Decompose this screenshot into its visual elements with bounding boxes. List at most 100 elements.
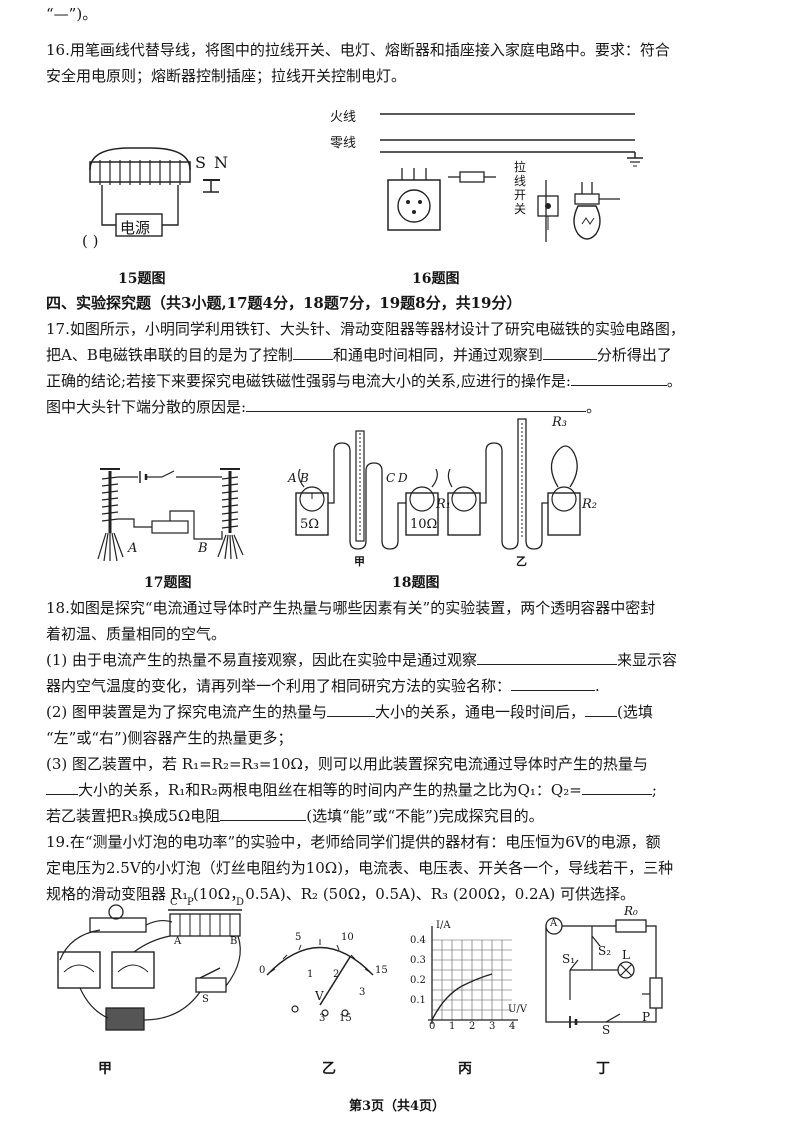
fig19-bing-x2: 2 (469, 1021, 476, 1032)
fig18-label-5ohm: 5Ω (300, 517, 320, 532)
fig19-caption-ding: 丁 (596, 1061, 610, 1077)
q19-line2: 定电压为2.5V的小灯泡（灯丝电阻约为10Ω)，电流表、电压表、开关各一个，导线… (46, 859, 674, 877)
q18-p1b: 来显示容 (617, 651, 678, 669)
fig17-electromagnets: A B (90, 455, 250, 570)
q18-p2d: “左”或“右”)侧容器产生的热量更多； (46, 729, 293, 747)
q17-blank3[interactable] (570, 371, 667, 386)
fig19-bing-x3: 3 (489, 1021, 496, 1032)
fig16-household-circuit: 火线 零线 拉线开关 (330, 102, 660, 252)
q17-blank2[interactable] (542, 345, 597, 360)
q18-line1: 18.如图是探究“电流通过导体时产生热量与哪些因素有关”的实验装置，两个透明容器… (46, 599, 656, 617)
fig19-ding-l: L (622, 948, 630, 962)
q18-blank3[interactable] (327, 702, 376, 717)
q17-blank1[interactable] (292, 345, 333, 360)
q17-line3b: 。 (666, 372, 682, 390)
fig18-label-jia: 甲 (354, 555, 365, 568)
q17-blank4[interactable] (246, 397, 587, 412)
q18-p3b: 大小的关系，R₁和R₂两根电阻丝在相等的时间内产生的热量之比为Q₁：Q₂= (78, 781, 582, 799)
q16-line2: 安全用电原则；熔断器控制插座；拉线开关控制电灯。 (46, 67, 407, 85)
fig19-jia-circuit-photo: C P D A B S (50, 897, 250, 1040)
q18-blank2[interactable] (511, 676, 596, 691)
q18-blank4[interactable] (585, 702, 618, 717)
q18-p1d: . (595, 677, 600, 695)
fig19-yi-meter-v: V (315, 989, 324, 1003)
q16-line1: 16.用笔画线代替导线，将图中的拉线开关、电灯、熔断器和插座接入家庭电路中。要求… (46, 41, 670, 59)
fig16-neutral-wire-label: 零线 (330, 136, 357, 151)
fig19-yi-tick-3: 3 (359, 987, 366, 998)
q18-p3d: 若乙装置把R₃换成5Ω电阻 (46, 807, 221, 825)
fig19-jia-label-d: D (236, 897, 245, 908)
fig19-ding-r0: R₀ (624, 904, 638, 918)
q18-p2-line1: (2) 图甲装置是为了探究电流产生的热量与大小的关系，通电一段时间后，(选填 (46, 702, 653, 722)
q18-p2b: 大小的关系，通电一段时间后， (375, 703, 586, 721)
fig19-bing-y02: 0.2 (410, 975, 426, 986)
fig15-caption: 15题图 (118, 271, 166, 287)
fig19-bing-x4: 4 (509, 1021, 516, 1032)
fig19-bing-axis-uv: U/V (508, 1004, 528, 1015)
fig18-label-r2: R₂ (582, 497, 597, 512)
fig15-electromagnet: S N 电源 ( ) (80, 140, 250, 260)
fig15-paren: ( ) (82, 232, 99, 250)
fig19-yi-tick-10: 10 (341, 932, 354, 943)
fig16-live-wire-label: 火线 (330, 110, 357, 125)
fig17-caption: 17题图 (144, 575, 192, 591)
fig18-label-a: A (288, 471, 297, 485)
fig19-ding-s2: S₂ (598, 944, 612, 958)
fig19-yi-terminal-15: 15 (339, 1013, 352, 1024)
fig15-label-n: N (214, 153, 228, 172)
fig19-jia-label-c: C (170, 897, 178, 908)
fig19-bing-y03: 0.3 (410, 955, 426, 966)
fig18-label-d: D (398, 471, 408, 485)
fig19-caption-bing: 丙 (458, 1061, 472, 1077)
fig16-caption: 16题图 (412, 271, 460, 287)
fig15-label-s: S (195, 153, 206, 172)
q18-p3c: ; (651, 781, 657, 799)
fig18-caption: 18题图 (392, 575, 440, 591)
q18-p3-line3: 若乙装置把R₃换成5Ω电阻 (选填“能”或“不能”)完成探究目的。 (46, 806, 544, 826)
q18-p1-line2: 器内空气温度的变化，请再列举一个利用了相同研究方法的实验名称：. (46, 676, 600, 696)
q18-p3e: (选填“能”或“不能”)完成探究目的。 (306, 807, 544, 825)
fig19-bing-x0: 0 (429, 1021, 436, 1032)
fig19-yi-tick-5: 5 (295, 932, 302, 943)
fig19-caption-yi: 乙 (322, 1061, 336, 1077)
fig18-label-yi: 乙 (516, 555, 527, 568)
q18-p1c: 器内空气温度的变化，请再列举一个利用了相同研究方法的实验名称： (46, 677, 512, 695)
fig19-bing-y01: 0.1 (410, 995, 426, 1006)
q18-blank7[interactable] (220, 806, 307, 821)
q17-line2b: 和通电时间相同，并通过观察到 (332, 346, 543, 364)
top-fragment: “—”)。 (46, 5, 98, 23)
fig15-source-label: 电源 (120, 219, 151, 237)
q18-blank1[interactable] (477, 650, 618, 665)
fig18-label-b: B (300, 471, 309, 485)
fig19-caption-jia: 甲 (98, 1061, 112, 1077)
fig18-label-10ohm: 10Ω (410, 517, 438, 532)
fig19-yi-voltmeter: 0 5 10 15 1 2 3 V 3 15 (255, 925, 388, 1025)
fig19-yi-tick-0: 0 (259, 965, 266, 976)
q19-line1: 19.在“测量小灯泡的电功率”的实验中，老师给同学们提供的器材有：电压恒为6V的… (46, 833, 661, 851)
page-footer: 第3页（共4页） (348, 1099, 446, 1114)
q17-line2a: 把A、B电磁铁串联的目的是为了控制 (46, 346, 293, 364)
q18-line2: 着初温、质量相同的空气。 (46, 625, 227, 643)
fig19-bing-iu-graph: I/A U/V 0.4 0.3 0.2 0.1 0 1 2 3 4 (404, 920, 528, 1035)
fig19-yi-tick-1: 1 (307, 969, 314, 980)
q18-blank6[interactable] (581, 780, 652, 795)
fig19-ding-s1: S₁ (562, 952, 576, 966)
q17-line4b: 。 (586, 398, 602, 416)
fig17-label-a: A (128, 541, 138, 556)
fig19-jia-label-b: B (230, 936, 238, 947)
fig17-label-b: B (198, 541, 208, 556)
q17-line2: 把A、B电磁铁串联的目的是为了控制 和通电时间相同，并通过观察到 分析得出了 (46, 345, 672, 365)
q17-line2c: 分析得出了 (596, 346, 672, 364)
q17-line4: 图中大头针下端分散的原因是:。 (46, 397, 601, 417)
q18-p2c: (选填 (617, 703, 653, 721)
fig19-yi-terminal-3: 3 (319, 1013, 326, 1024)
fig19-yi-tick-2: 2 (333, 969, 340, 980)
q18-blank5[interactable] (46, 780, 78, 795)
q18-p3-line2: 大小的关系，R₁和R₂两根电阻丝在相等的时间内产生的热量之比为Q₁：Q₂=; (46, 780, 657, 800)
fig19-jia-label-a: A (174, 936, 182, 947)
q18-p1a: (1) 由于电流产生的热量不易直接观察，因此在实验中是通过观察 (46, 651, 478, 669)
q18-p1-line1: (1) 由于电流产生的热量不易直接观察，因此在实验中是通过观察 来显示容 (46, 650, 677, 670)
q17-line3a: 正确的结论;若接下来要探究电磁铁磁性强弱与电流大小的关系,应进行的操作是: (46, 372, 571, 390)
fig19-ding-s: S (602, 1023, 611, 1037)
q17-line1: 17.如图所示，小明同学利用铁钉、大头针、滑动变阻器等器材设计了研究电磁铁的实验… (46, 320, 685, 338)
